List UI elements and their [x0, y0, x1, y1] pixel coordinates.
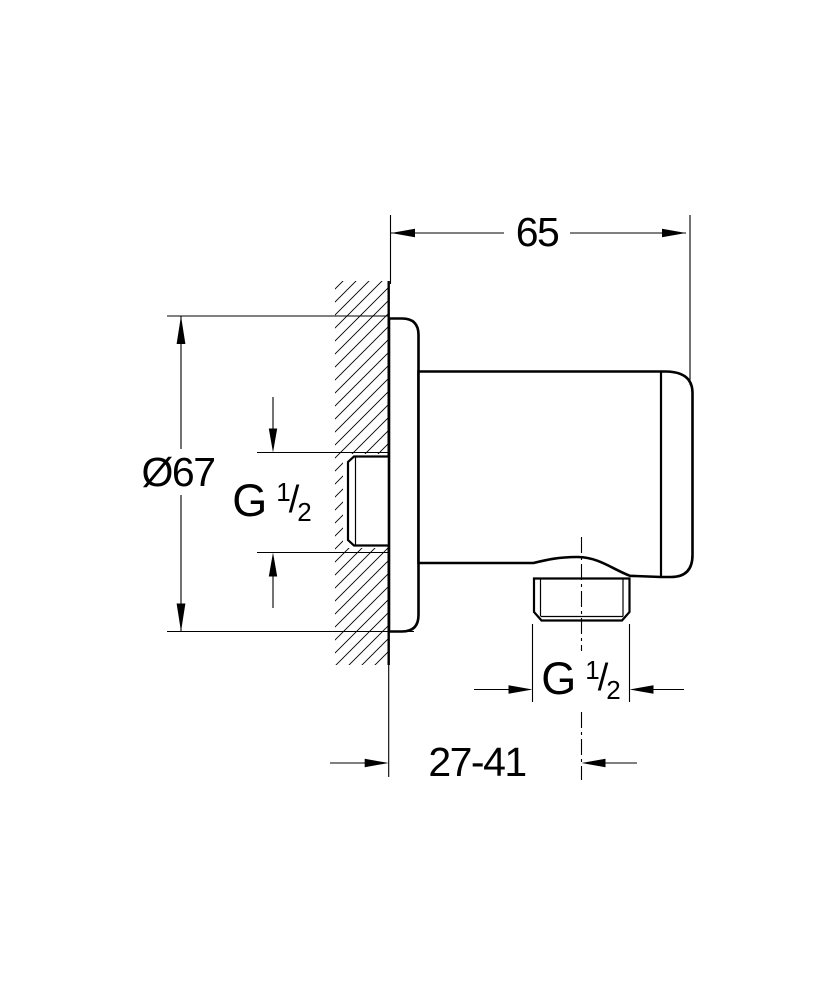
dimension-outlet-thread	[474, 624, 684, 702]
thread-label-inlet: G 1/2	[230, 475, 314, 528]
dimension-diameter-67	[167, 315, 414, 633]
thread-letter: G	[541, 653, 577, 704]
dimension-inlet-thread	[257, 397, 389, 608]
union-body	[417, 370, 694, 579]
dim-label-width-65: 65	[504, 209, 570, 256]
thread-fraction: 1/2	[585, 655, 621, 705]
inlet-thread	[346, 455, 389, 547]
thread-letter: G	[232, 475, 268, 526]
arrowhead-right	[364, 758, 389, 768]
arrowhead-left	[629, 685, 654, 694]
arrowhead-down	[268, 428, 278, 453]
thread-fraction: 1/2	[276, 477, 312, 527]
dim-label-depth-range: 27-41	[423, 739, 531, 785]
thread-label-outlet: G 1/2	[538, 655, 624, 705]
arrowhead-bottom	[176, 603, 186, 632]
arrowhead-up	[268, 552, 278, 577]
arrowhead-right	[662, 228, 686, 238]
dimension-depth-range	[330, 758, 637, 768]
arrowhead-right	[508, 685, 533, 694]
arrowhead-left	[391, 228, 415, 238]
dim-label-diameter-67: Ø67	[135, 449, 221, 495]
arrowhead-left	[581, 758, 606, 768]
arrowhead-top	[176, 316, 186, 344]
escutcheon-flange	[387, 317, 420, 633]
